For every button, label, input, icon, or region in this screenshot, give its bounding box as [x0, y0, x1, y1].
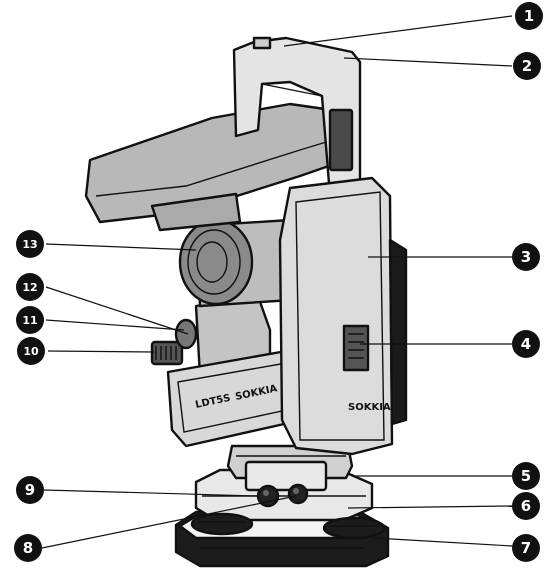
svg-text:4: 4 — [521, 335, 531, 353]
callout-4: 4 — [512, 330, 540, 358]
horizontal-tangent-knob — [287, 483, 309, 505]
svg-text:10: 10 — [23, 345, 39, 358]
callout-10: 10 — [17, 337, 45, 365]
callout-5: 5 — [512, 462, 540, 490]
carrying-handle — [232, 36, 362, 198]
svg-text:6: 6 — [521, 497, 531, 515]
svg-text:12: 12 — [22, 281, 37, 294]
callout-3: 3 — [512, 243, 540, 271]
edm-unit — [84, 102, 348, 232]
callout-6: 6 — [512, 492, 540, 520]
clamp-block — [244, 460, 328, 492]
vertical-clamp-ring — [174, 318, 198, 350]
leveling-screw-left — [190, 512, 254, 536]
svg-text:3: 3 — [521, 248, 531, 266]
callout-9: 9 — [16, 476, 44, 504]
brand-mark-body: SOKKIA — [348, 402, 391, 413]
callout-1: 1 — [515, 2, 543, 30]
svg-text:9: 9 — [25, 481, 35, 499]
battery-latch — [342, 324, 370, 372]
svg-text:2: 2 — [522, 57, 532, 75]
callout-13: 13 — [16, 230, 44, 258]
handle-top-mark — [252, 36, 272, 50]
right-standard — [278, 176, 408, 456]
svg-text:5: 5 — [521, 467, 531, 485]
svg-text:8: 8 — [23, 539, 33, 557]
svg-text:11: 11 — [22, 314, 37, 327]
svg-text:13: 13 — [22, 238, 37, 251]
leveling-screw-right — [322, 516, 386, 540]
vertical-tangent-screw — [150, 340, 184, 366]
svg-text:1: 1 — [524, 7, 534, 25]
callout-2: 2 — [513, 52, 541, 80]
svg-text:7: 7 — [521, 539, 531, 557]
leader-lines — [41, 15, 513, 549]
objective-lens — [178, 218, 254, 306]
callout-7: 7 — [512, 534, 540, 562]
callout-8: 8 — [14, 534, 42, 562]
callout-11: 11 — [16, 306, 44, 334]
callout-12: 12 — [16, 273, 44, 301]
